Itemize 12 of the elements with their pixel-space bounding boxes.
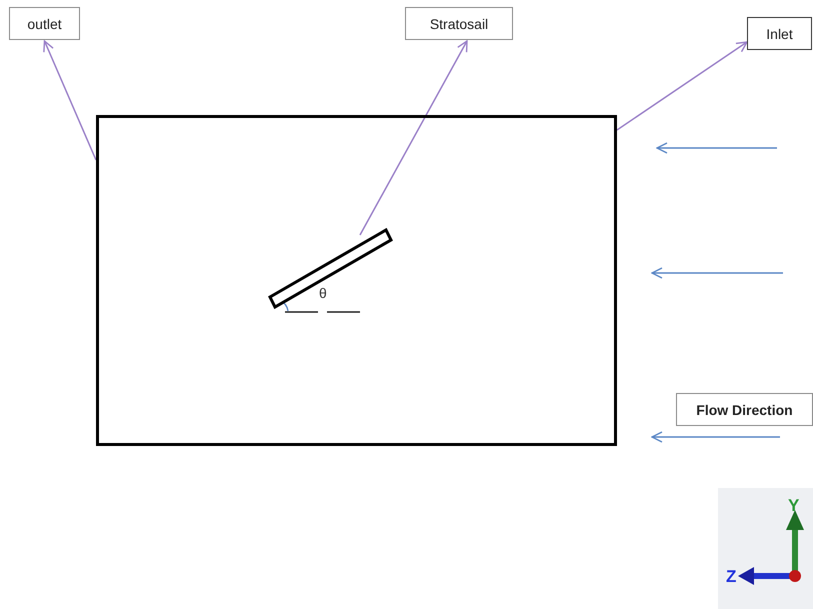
label-box: Flow Direction	[676, 393, 813, 426]
label-box: outlet	[9, 7, 80, 40]
label-box: Inlet	[747, 17, 812, 50]
domain-boundary	[96, 115, 617, 446]
sail-plate	[268, 228, 392, 310]
leader-arrow	[359, 40, 468, 236]
angle-label: θ	[319, 286, 327, 300]
axis-label: Z	[726, 568, 736, 585]
leader-arrow	[616, 41, 748, 131]
axis-label: Y	[788, 497, 800, 514]
label-box: Stratosail	[405, 7, 513, 40]
leader-arrow	[43, 40, 97, 160]
